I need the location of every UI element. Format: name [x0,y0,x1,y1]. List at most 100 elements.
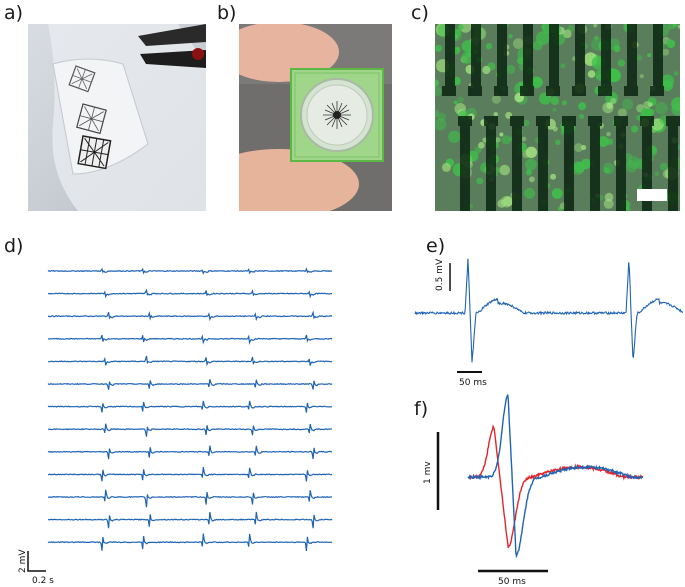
channel-trace [47,310,333,322]
scale-voltage-e: 0.5 mV [435,258,445,291]
cell-marker [625,153,632,160]
panel-label-b: b) [217,2,237,24]
cell-marker [654,171,660,176]
cell-marker [508,34,513,39]
electrode-top [471,24,481,86]
scale-bar-d [27,551,46,572]
cell-marker [606,102,613,109]
cell-marker [435,109,440,118]
photo-flexible-mea [28,24,206,211]
scale-time-f: 50 ms [498,577,526,587]
cell-marker [608,38,620,51]
cell-marker [603,167,610,174]
cell-marker [563,29,572,39]
overlay-trace-red [467,424,644,548]
cell-marker [635,114,642,121]
cell-marker [631,125,639,133]
electrode-bottom [668,126,678,211]
cell-marker [457,24,464,30]
electrode-pad [510,116,524,126]
electrode-pad [546,86,560,96]
channel-trace [47,334,333,345]
electrode-bottom [538,126,548,211]
electrode-pad [484,116,498,126]
overlay-trace-blue [467,394,644,559]
electrode-top [497,24,507,86]
cell-marker [593,24,598,28]
scale-time-e: 50 ms [459,378,487,388]
cell-marker [552,107,557,112]
electrode-bottom [616,126,626,211]
electrode-pad [520,86,534,96]
cell-marker [671,97,680,111]
cell-marker [639,74,644,79]
cell-marker [512,38,524,49]
cell-marker [541,24,546,29]
cell-marker [499,164,510,176]
cell-marker [655,101,668,115]
electrode-pad [650,86,664,96]
cell-marker [453,100,458,105]
cell-marker [560,63,566,69]
cell-marker [578,102,586,111]
photo-fluorescence-cells [435,24,680,211]
cell-marker [617,59,625,67]
cell-marker [667,24,676,30]
cell-marker [636,55,643,61]
electrode-top [549,24,559,86]
cell-marker [435,44,443,52]
channel-trace [47,511,333,529]
cell-marker [455,46,461,52]
electrode-pad [562,116,576,126]
cell-marker [441,162,451,172]
electrode-pad [572,86,586,96]
electrode-top [601,24,611,86]
cell-marker [550,96,560,105]
cell-marker [525,169,533,176]
electrode-bottom [486,126,496,211]
cell-marker [495,137,501,143]
electrode-pad [494,86,508,96]
cell-marker [673,71,679,76]
channel-trace [47,423,333,437]
cell-marker [561,100,567,106]
panel-label-a: a) [4,2,24,24]
cell-marker [497,199,506,208]
cell-marker [550,173,557,180]
channel-trace [47,400,333,413]
electrode-top [627,24,637,86]
cell-marker [474,146,482,154]
cell-marker [457,96,464,103]
cell-marker [501,135,511,145]
photo-mea-chip [239,24,392,211]
scale-voltage-f: 1 mv [423,461,433,484]
cell-marker [610,97,617,104]
cell-marker [476,177,484,185]
cell-marker [499,132,504,137]
cell-marker [478,142,485,149]
electrode-top [575,24,585,86]
cell-marker [485,42,493,50]
cell-marker [594,35,599,40]
channel-trace [47,379,333,390]
channel-trace [47,466,333,482]
channel-trace [47,445,333,460]
cell-marker [555,139,561,145]
electrode-bottom [460,126,470,211]
scale-time-d: 0.2 s [32,576,54,586]
cell-marker [453,28,462,37]
cell-marker [617,108,627,118]
cell-marker [606,131,611,137]
cell-marker [643,101,651,109]
cell-marker [524,187,536,199]
electrode-bottom [642,126,652,211]
cell-marker [529,176,535,183]
cell-marker [522,119,530,127]
cell-marker [587,70,596,78]
panel-label-e: e) [426,235,446,257]
cell-marker [466,52,472,58]
cell-marker [597,136,609,147]
electrode-pad [666,116,680,126]
cell-marker [435,118,447,131]
cell-marker [525,158,537,171]
